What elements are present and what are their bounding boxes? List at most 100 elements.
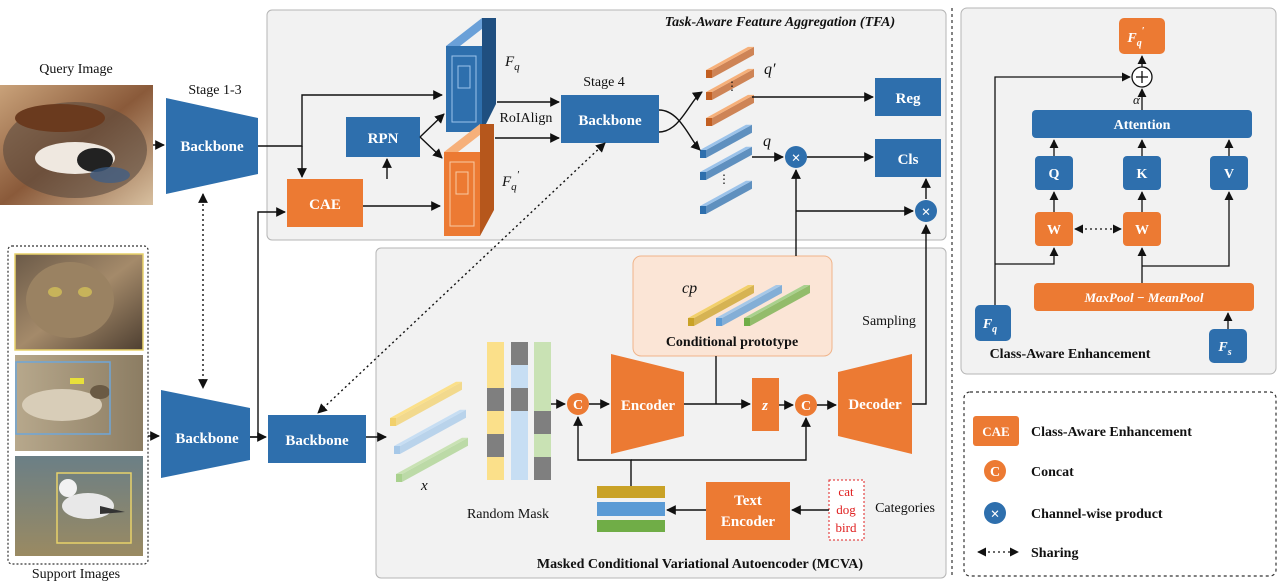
attention-block <box>1032 110 1252 138</box>
support-images-label: Support Images <box>32 567 120 582</box>
mask-cell <box>511 457 528 480</box>
reg-label: Reg <box>896 91 921 107</box>
stage4-backbone <box>561 95 659 143</box>
q-features <box>700 124 752 214</box>
q-label: q <box>763 133 771 150</box>
tfa-title: Task-Aware Feature Aggregation (TFA) <box>665 15 895 30</box>
masked-cell <box>511 342 528 365</box>
cls-head <box>875 139 941 177</box>
q-prime-bar <box>706 94 754 126</box>
cls-label: Cls <box>898 152 919 168</box>
categories-label: Categories <box>875 501 935 516</box>
stage-1-3-label: Stage 1-3 <box>188 83 241 98</box>
mask-cell <box>534 365 551 388</box>
q-prime-bar <box>706 68 754 100</box>
mask-cell <box>511 365 528 388</box>
svg-text:×: × <box>990 506 999 523</box>
cae-label: CAE <box>309 197 341 213</box>
mask-cell <box>487 342 504 365</box>
q-dots: ⋮ <box>718 172 730 186</box>
concat-node-decoder: C <box>795 394 817 416</box>
svg-text:Channel-wise product: Channel-wise product <box>1031 507 1163 522</box>
w-right-label: W <box>1135 223 1149 238</box>
reg-head <box>875 78 941 116</box>
legend-concat-item: C Concat <box>984 460 1074 482</box>
legend-product-item: × Channel-wise product <box>984 502 1163 524</box>
stage4-backbone-label: Backbone <box>578 113 642 129</box>
svg-text:C: C <box>990 465 1000 480</box>
support-backbone <box>161 390 250 478</box>
cp-bar-green <box>744 285 810 326</box>
product-node-q: × <box>785 146 807 168</box>
decoder-label: Decoder <box>848 397 902 413</box>
support-images-frame <box>7 245 149 565</box>
text-embeddings <box>597 486 665 532</box>
svg-text:Sharing: Sharing <box>1031 546 1078 561</box>
fs-input-label: Fs <box>1217 340 1231 358</box>
q-bar <box>700 124 752 158</box>
concat-node-encoder: C <box>567 393 589 415</box>
x-label: x <box>420 478 428 494</box>
legend-panel <box>963 391 1277 577</box>
mask-cell <box>487 411 504 434</box>
roialign-label: RoIAlign <box>500 111 553 126</box>
w-block-right <box>1123 212 1161 246</box>
v-block <box>1210 156 1248 190</box>
svg-text:C: C <box>801 399 811 414</box>
q-prime-features <box>706 46 754 126</box>
support-stage4-backbone-label: Backbone <box>285 433 349 449</box>
masked-cell <box>534 457 551 480</box>
mask-cell <box>487 365 504 388</box>
q-prime-bar <box>706 46 754 78</box>
cp-vectors <box>688 285 810 326</box>
query-image-label: Query Image <box>39 62 112 77</box>
category-cat: cat <box>838 484 854 499</box>
cp-label: cp <box>682 280 697 297</box>
query-backbone <box>166 98 258 194</box>
sharing-arrows <box>198 142 606 414</box>
support-backbone-label: Backbone <box>175 431 239 447</box>
rpn-label: RPN <box>368 131 399 147</box>
cae-detail-panel <box>960 7 1277 375</box>
z-label: z <box>761 398 768 414</box>
q-block <box>1035 156 1073 190</box>
legend: CAE Class-Aware Enhancement C Concat × C… <box>973 416 1192 561</box>
mask-cell <box>511 434 528 457</box>
category-bird: bird <box>836 520 857 535</box>
svg-text:CAE: CAE <box>982 424 1009 439</box>
cae-output-label: Fq′ <box>1126 26 1144 49</box>
svg-text:Class-Aware Enhancement: Class-Aware Enhancement <box>1031 425 1192 440</box>
masked-cell <box>534 411 551 434</box>
cp-bar-blue <box>716 285 782 326</box>
q-prime-label: q′ <box>764 61 776 78</box>
x-bar-blue <box>394 409 466 454</box>
pool-block <box>1034 283 1254 311</box>
fq-input-label: Fq <box>982 317 997 335</box>
text-encoder <box>706 482 790 540</box>
text-encoder-label-1: Text <box>734 493 762 509</box>
sampling-label: Sampling <box>862 314 916 329</box>
cp-bar-yellow <box>688 285 754 326</box>
encoder-label: Encoder <box>621 398 676 414</box>
v-block-label: V <box>1224 167 1234 182</box>
k-block <box>1123 156 1161 190</box>
stage-4-label: Stage 4 <box>583 75 625 90</box>
svg-text:C: C <box>573 398 583 413</box>
cae-module-title: Class-Aware Enhancement <box>990 347 1151 362</box>
mask-cell <box>534 434 551 457</box>
k-block-label: K <box>1137 167 1148 182</box>
w-block-left <box>1035 212 1073 246</box>
fq-input-box <box>975 305 1011 341</box>
masked-cell <box>487 388 504 411</box>
svg-text:×: × <box>921 204 930 221</box>
alpha-label: α <box>1133 92 1141 107</box>
q-bar <box>700 180 752 214</box>
mask-cell <box>534 342 551 365</box>
x-bar-green <box>396 437 468 482</box>
masked-cell <box>511 388 528 411</box>
legend-sharing-item: Sharing <box>977 546 1078 561</box>
mask-cell <box>534 388 551 411</box>
attention-label: Attention <box>1114 118 1171 133</box>
mcva-title: Masked Conditional Variational Autoencod… <box>537 557 864 572</box>
q-bar <box>700 146 752 180</box>
